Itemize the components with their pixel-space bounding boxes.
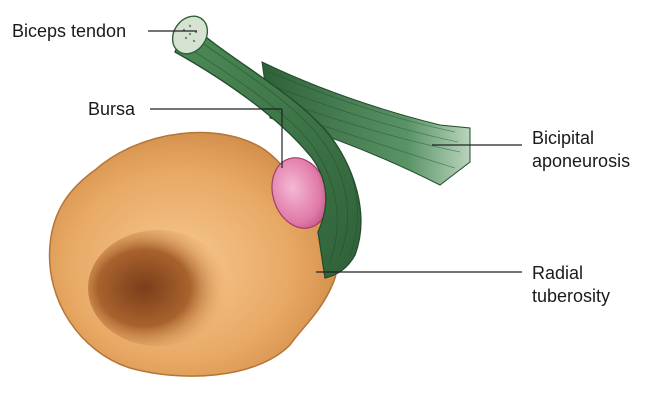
bone-hollow [88,230,228,346]
radial-tuberosity-label-line2: tuberosity [532,286,610,306]
bicipital-aponeurosis-label-line2: aponeurosis [532,151,630,171]
radial-tuberosity-label-line1: Radial [532,263,583,283]
biceps-tendon-label: Biceps tendon [12,21,126,41]
bursa-label: Bursa [88,99,136,119]
bicipital-aponeurosis-label-line1: Bicipital [532,128,594,148]
